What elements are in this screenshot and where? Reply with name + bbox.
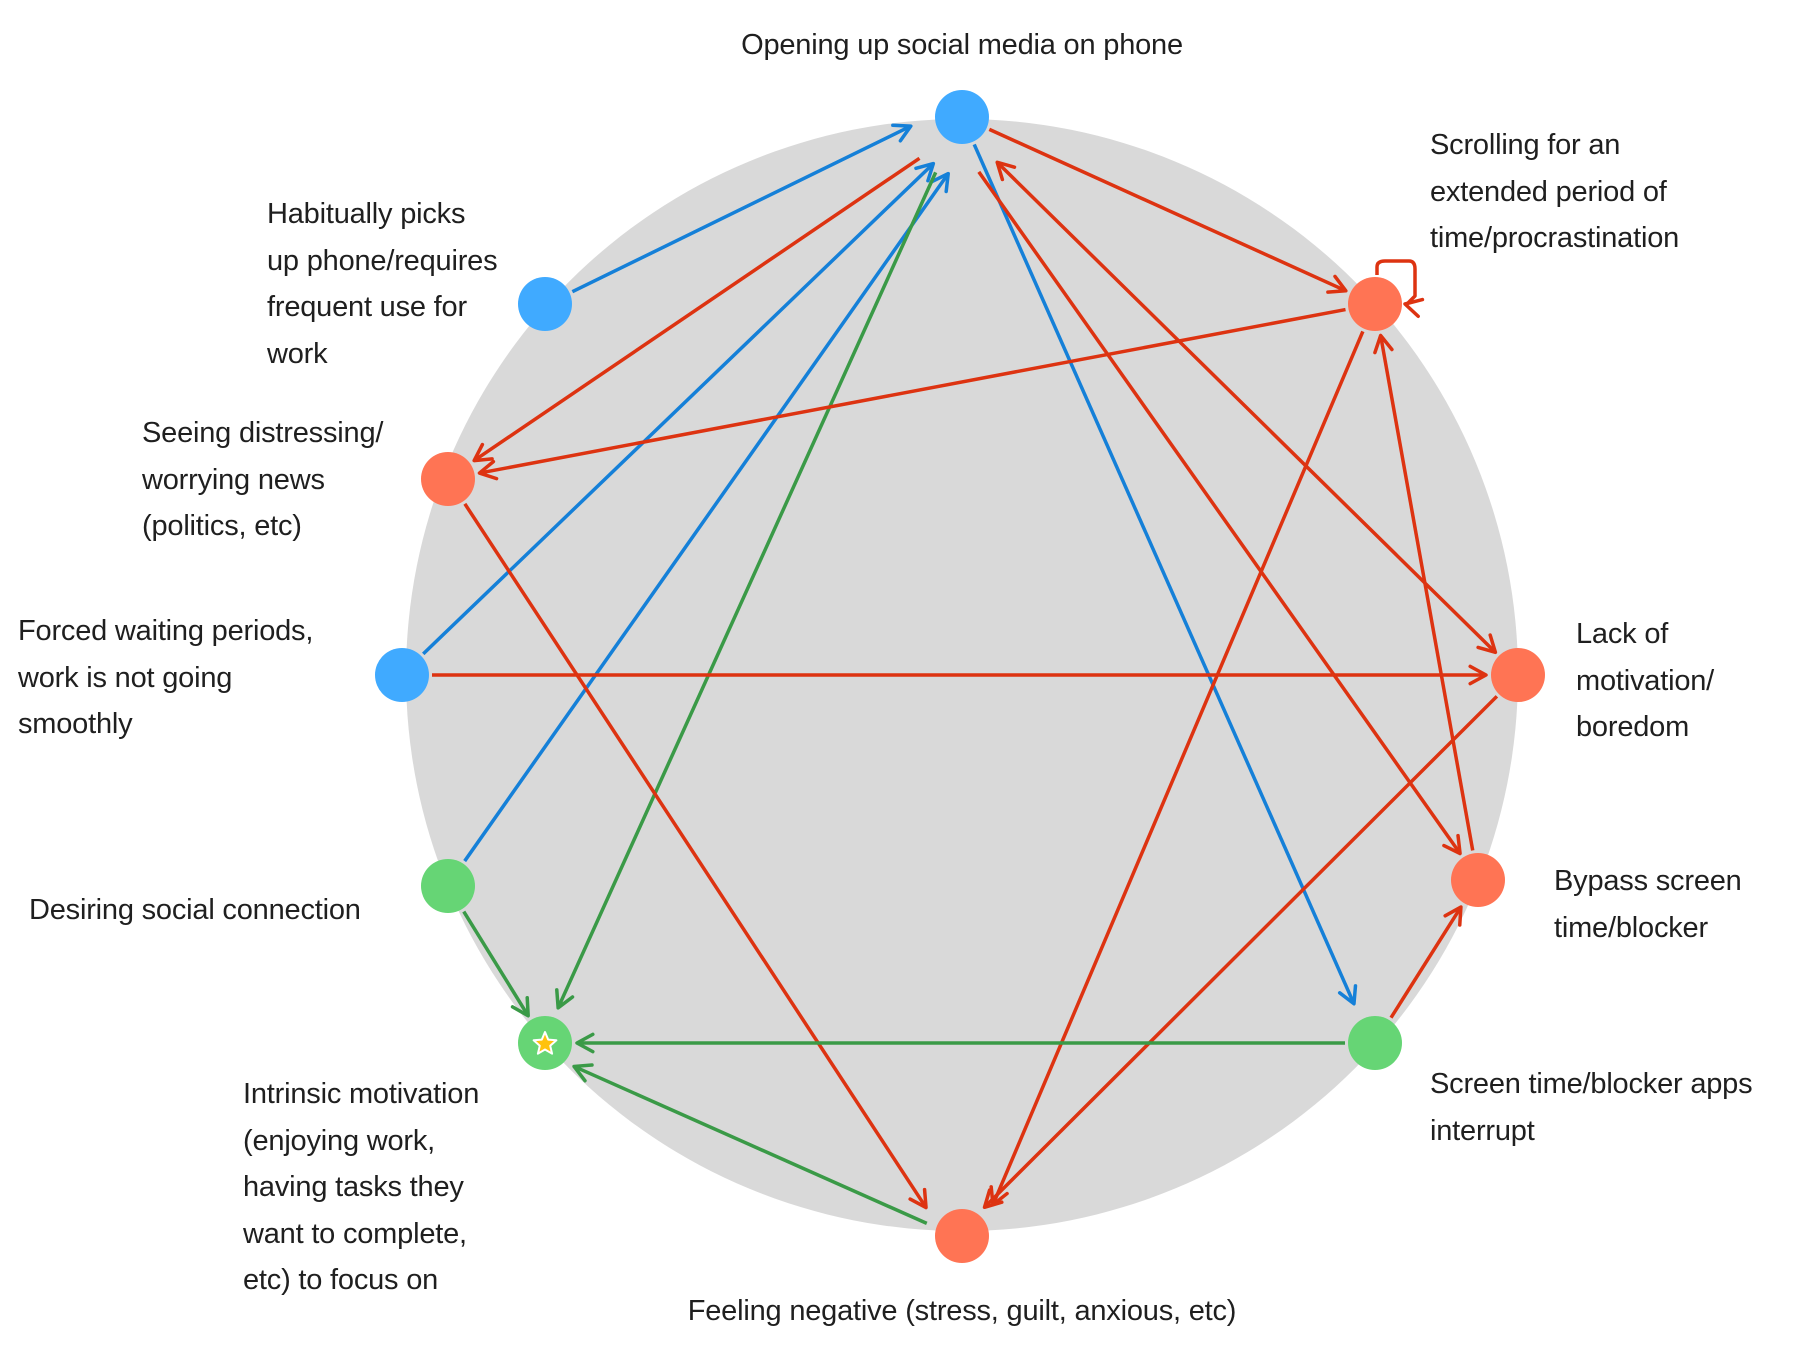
arrowhead: [1403, 297, 1425, 319]
edge-line: [977, 170, 1462, 855]
node-desiring: [421, 859, 475, 913]
node-label-scrolling: Scrolling for an extended period of time…: [1430, 129, 1680, 254]
edge-opening-to-seeing: [472, 156, 921, 463]
arrowhead: [995, 160, 1017, 182]
edge-opening-to-bypass: [977, 170, 1462, 856]
edge-line: [995, 161, 1497, 654]
arrowhead: [1442, 833, 1462, 856]
arrowhead: [472, 442, 494, 463]
nodes: [375, 90, 1545, 1263]
edge-line: [573, 1064, 928, 1225]
edge-line: [463, 502, 928, 1209]
arrowhead: [1373, 333, 1394, 355]
node-habitually: [518, 277, 572, 331]
edge-screentime-to-intrinsic: [575, 1032, 1345, 1054]
arrowhead: [1326, 274, 1348, 294]
arrowhead: [572, 1063, 594, 1083]
edge-habitually-to-opening: [571, 123, 913, 294]
node-negative: [935, 1209, 989, 1263]
arrowhead: [510, 996, 530, 1018]
edge-line: [983, 695, 1499, 1209]
edge-screentime-to-bypass: [1389, 905, 1463, 1019]
edge-line: [1378, 335, 1475, 851]
node-label-seeing: Seeing distressing/ worrying news (polit…: [142, 417, 384, 542]
edge-opening-to-scrolling: [988, 127, 1348, 294]
node-label-lack: Lack of motivation/ boredom: [1576, 618, 1715, 743]
node-label-bypass: Bypass screen time/blocker: [1554, 865, 1742, 944]
edge-opening-to-lack: [995, 160, 1498, 655]
arrowhead: [1476, 633, 1498, 655]
edge-bypass-to-scrolling: [1373, 333, 1475, 851]
edge-negative-to-intrinsic: [572, 1063, 928, 1225]
node-bypass: [1451, 853, 1505, 907]
arrowhead: [477, 459, 499, 481]
arrowhead: [982, 1188, 1004, 1210]
arrowhead: [914, 161, 936, 183]
edge-line: [988, 127, 1347, 293]
arrowhead: [891, 123, 913, 143]
arrowhead: [908, 1187, 928, 1210]
edge-line: [463, 172, 950, 863]
arrowhead: [575, 1032, 595, 1054]
node-scrolling: [1348, 277, 1402, 331]
edge-opening-to-screentime: [972, 143, 1358, 1006]
edge-desiring-to-opening: [463, 171, 950, 863]
node-label-negative: Feeling negative (stress, guilt, anxious…: [687, 1295, 1237, 1327]
edge-line: [972, 143, 1356, 1005]
edge-desiring-to-intrinsic: [462, 910, 530, 1018]
edge-seeing-to-negative: [463, 502, 928, 1210]
arrowhead: [1337, 984, 1358, 1006]
edge-line: [556, 171, 938, 1009]
node-forced: [375, 648, 429, 702]
node-seeing: [421, 452, 475, 506]
node-opening: [935, 90, 989, 144]
edges: [422, 123, 1499, 1225]
edge-line: [462, 910, 530, 1017]
edge-opening-to-intrinsic: [555, 171, 938, 1010]
edge-forced-to-lack: [432, 664, 1488, 686]
node-label-opening: Opening up social media on phone: [741, 29, 1183, 61]
edge-line: [479, 307, 1346, 475]
edge-line: [473, 156, 921, 463]
edge-line: [571, 124, 912, 294]
node-screentime: [1348, 1016, 1402, 1070]
edge-scrolling-to-seeing: [477, 307, 1346, 481]
arrowhead: [1468, 664, 1488, 686]
star-icon: [532, 1031, 558, 1055]
node-lack: [1491, 648, 1545, 702]
node-label-intrinsic: Intrinsic motivation (enjoying work, hav…: [243, 1078, 480, 1296]
node-label-desiring: Desiring social connection: [29, 894, 361, 926]
arrowhead: [1443, 905, 1463, 927]
node-label-habitually: Habitually picks up phone/requires frequ…: [267, 198, 498, 370]
edge-line: [991, 330, 1365, 1206]
edge-line: [1389, 906, 1463, 1019]
self-loop-line: [1375, 259, 1417, 306]
arrowhead: [930, 171, 950, 194]
edge-lack-to-negative: [982, 695, 1499, 1210]
node-label-screentime: Screen time/blocker apps interrupt: [1430, 1068, 1753, 1147]
node-label-forced: Forced waiting periods, work is not goin…: [18, 615, 314, 740]
edge-scrolling-to-scrolling: [1375, 259, 1425, 319]
arrowhead: [555, 988, 575, 1010]
